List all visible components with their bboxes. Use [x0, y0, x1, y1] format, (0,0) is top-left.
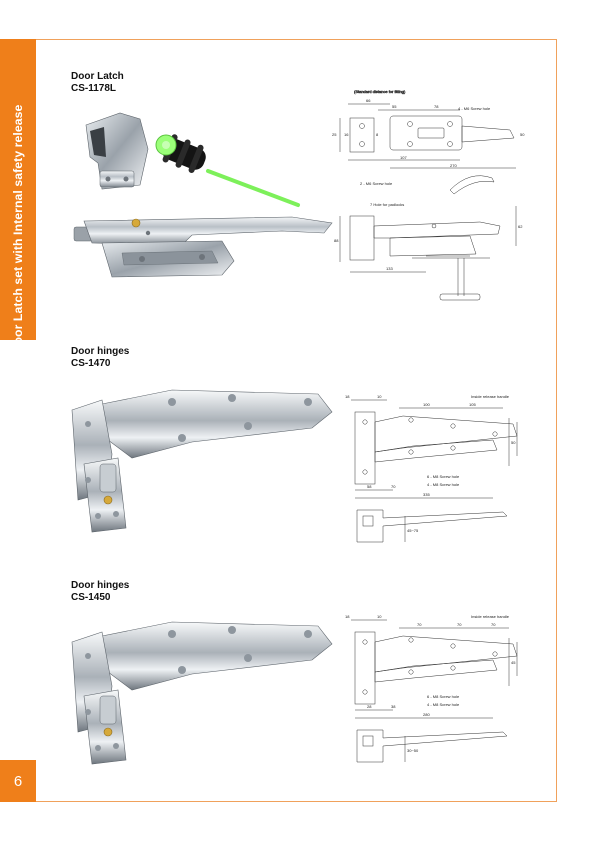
release-handle-label: Inside release handle [471, 394, 510, 399]
page-number-box: 6 [0, 760, 36, 802]
dim-66: 66 [366, 98, 371, 103]
dim-70-a: 70 [417, 622, 422, 627]
dim-45: 45 [511, 660, 516, 665]
padlock-hole-note: 7 Hole for padlocks [370, 202, 404, 207]
dim-270: 270 [450, 163, 457, 168]
latch-striker-image [85, 112, 149, 190]
product-title-door-latch: Door Latch CS-1178L [71, 71, 124, 95]
dim-133: 133 [386, 266, 393, 271]
dim-107: 107 [400, 155, 407, 160]
product-title-hinge-1470: Door hinges CS-1470 [71, 346, 129, 370]
hinge-1450-photo [71, 621, 333, 765]
dim-62: 62 [518, 224, 523, 229]
release-handle-label: Inside release handle [471, 614, 510, 619]
dim-38: 38 [391, 704, 396, 709]
product-name: Door hinges [71, 580, 130, 591]
section-vertical-title: Door Latch set with Internal safety rele… [11, 104, 25, 354]
dim-10: 10 [377, 614, 382, 619]
page-number: 6 [13, 772, 23, 790]
screw-hole-note-6: 6 - M8 Screw hole [427, 694, 460, 699]
screw-hole-note-4: 4 - M6 Screw hole [458, 106, 491, 111]
product-name: Door Latch [71, 71, 124, 82]
dim-18: 18 [345, 614, 350, 619]
dim-16: 16 [344, 132, 349, 137]
screw-hole-note-6: 6 - M8 Screw hole [427, 474, 460, 479]
dim-25: 25 [332, 132, 337, 137]
section-side-band: Door Latch set with Internal safety rele… [0, 39, 36, 353]
hinge-1470-photo [71, 389, 333, 533]
dim-55: 55 [392, 104, 397, 109]
product-name: Door hinges [71, 346, 130, 357]
hinge-body-image [71, 621, 333, 765]
dim-335: 335 [423, 492, 430, 497]
dim-105: 105 [469, 402, 476, 407]
dim-88: 88 [334, 238, 339, 243]
dim-70-c: 70 [491, 622, 496, 627]
dim-28: 28 [367, 704, 372, 709]
dim-70-b: 70 [457, 622, 462, 627]
dim-70: 70 [391, 484, 396, 489]
safety-release-rod-image [155, 134, 300, 207]
dim-10: 10 [377, 394, 382, 399]
product-title-hinge-1450: Door hinges CS-1450 [71, 580, 129, 604]
dim-100: 100 [423, 402, 430, 407]
dim-50: 50 [511, 440, 516, 445]
drawing-note: (Standard distance for fitting) [354, 89, 406, 94]
screw-hole-note-4: 4 - M8 Screw hole [427, 702, 460, 707]
latch-handle-image [73, 216, 333, 278]
dim-50: 50 [520, 132, 525, 137]
page-frame [0, 39, 557, 802]
dim-height: 30~50 [407, 748, 419, 753]
dim-280: 280 [423, 712, 430, 717]
dim-height: 45~75 [407, 528, 419, 533]
door-latch-technical-drawing: (Standard distance for fitting) 66 55 78… [332, 89, 525, 301]
product-code: CS-1178L [71, 83, 117, 94]
dim-8: 8 [376, 132, 379, 137]
hinge-1450-technical-drawing: 18 10 70 70 70 Inside release handle 45 … [345, 614, 518, 763]
door-latch-photo [73, 112, 333, 278]
product-code: CS-1450 [71, 592, 111, 603]
dim-58: 58 [367, 484, 372, 489]
screw-hole-note-4: 4 - M8 Screw hole [427, 482, 460, 487]
dim-78: 78 [434, 104, 439, 109]
hinge-body-image [71, 389, 333, 533]
dim-18: 18 [345, 394, 350, 399]
hinge-1470-technical-drawing: 18 10 100 105 Inside release handle 50 6… [345, 394, 518, 543]
product-code: CS-1470 [71, 358, 111, 369]
screw-hole-note-2: 2 - M6 Screw hole [360, 181, 393, 186]
